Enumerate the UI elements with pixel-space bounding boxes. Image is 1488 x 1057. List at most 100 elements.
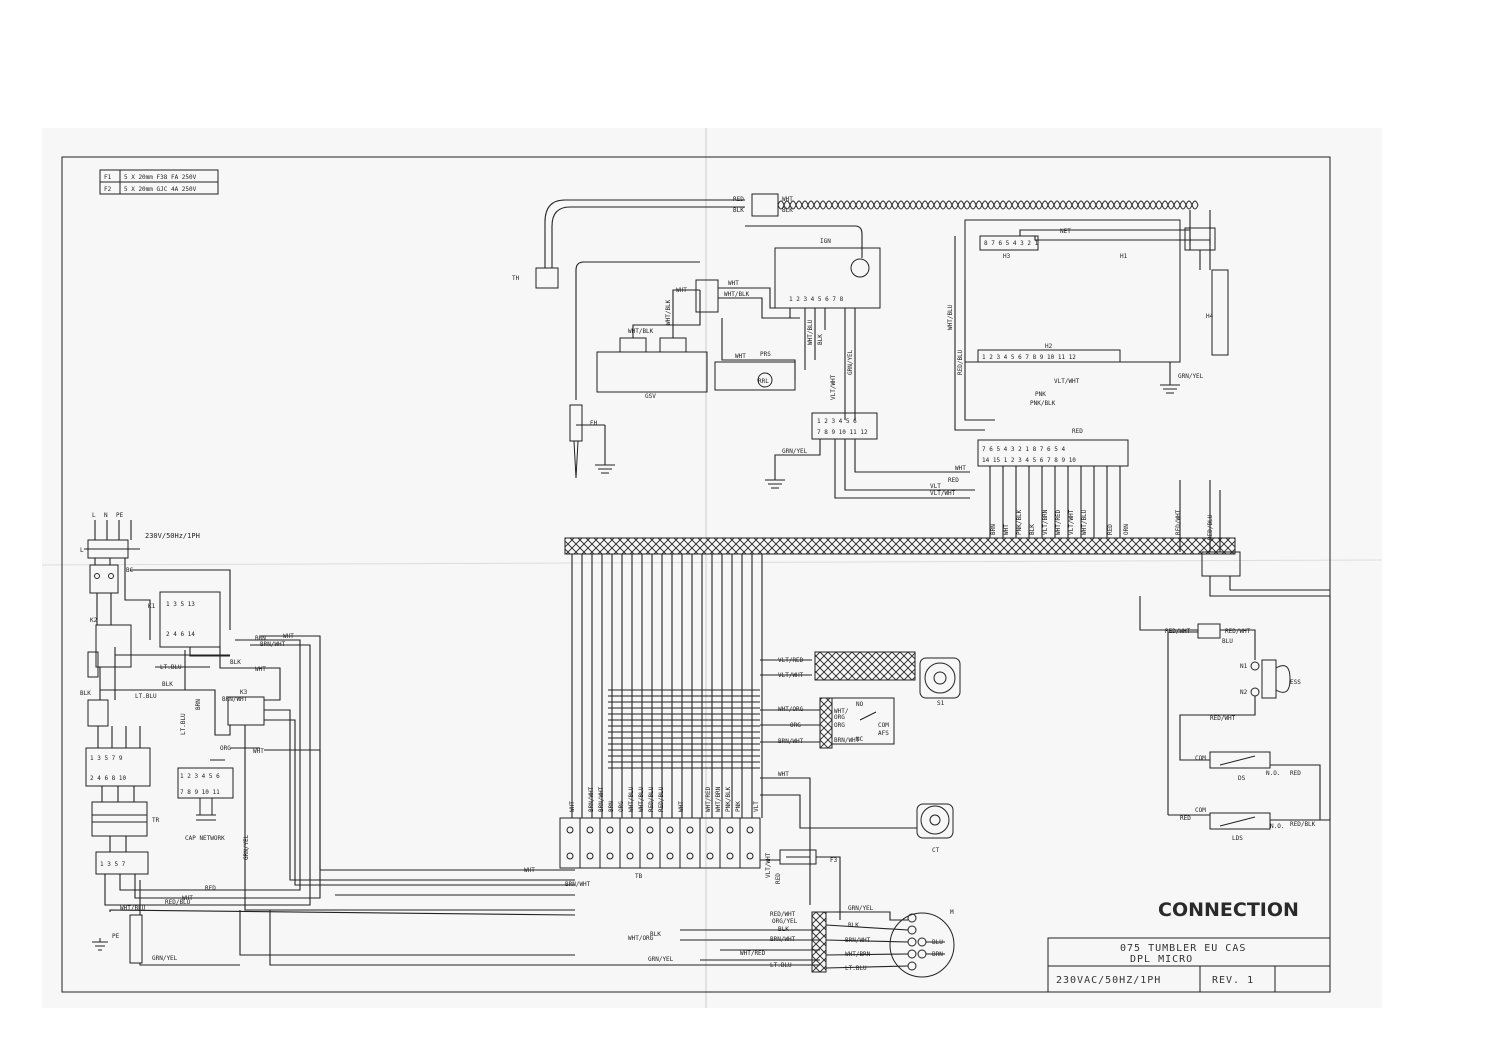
tb-wire-labels: WHT BRN/WHT BRN/WHT BRN ORG WHT/BLU WHT/… [569,786,760,812]
svg-text:LT.BLU: LT.BLU [135,693,157,700]
svg-text:WHT: WHT [283,633,294,640]
afs-switch: NO NC COM AFS WHT/ ORG ORG BRN/WHT [831,697,895,745]
fuse-f2-id: F2 [104,186,112,193]
supply-label: 230V/50Hz/1PH [145,532,200,540]
h2-label: H2 [1045,343,1053,350]
svg-text:VLT: VLT [930,483,941,490]
title-line1: 075 TUMBLER EU CAS [1120,943,1246,954]
afs-nc: NC [856,736,864,743]
network-label: NET [1060,228,1071,235]
svg-text:BLK: BLK [162,681,173,688]
tb-screw [626,852,634,860]
ign-label: IGN [820,238,831,245]
svg-text:RED/BLU: RED/BLU [1207,514,1214,540]
svg-text:ORG/YEL: ORG/YEL [772,918,798,925]
ds-switch [1209,751,1271,769]
svg-text:LT.BLU: LT.BLU [180,713,187,735]
svg-text:WHT: WHT [676,287,687,294]
svg-text:RED: RED [733,196,744,203]
svg-text:BRN: BRN [990,524,997,535]
tb-screw [586,852,594,860]
relay-k3: K3 [227,689,265,726]
svg-text:WHT/BLU: WHT/BLU [638,786,645,812]
center-right-wiring: VLT/RED VLT/WHT WHT/ORG ORG BRN/WHT WHT … [680,657,841,969]
svg-text:BLK: BLK [817,334,824,345]
supply-terminal-l: L [92,512,96,519]
svg-text:7 8 9 10 11: 7 8 9 10 11 [180,789,220,796]
svg-text:WHT/ORG: WHT/ORG [628,935,654,942]
svg-text:WHT/BLU: WHT/BLU [947,304,954,330]
h3-pins: 8 7 6 5 4 3 2 1 [984,240,1039,247]
tb-screw [686,852,694,860]
bc-label: BC [126,567,134,574]
svg-text:WHT: WHT [735,353,746,360]
svg-text:1 3 5 7 9: 1 3 5 7 9 [90,755,123,762]
tb-screw [566,852,574,860]
svg-text:7 6 5 4 3 2 1 8 7 6 5 4: 7 6 5 4 3 2 1 8 7 6 5 4 [982,446,1065,453]
ess-label: ESS [1290,679,1301,686]
svg-text:BLU: BLU [932,939,943,946]
svg-text:BLK: BLK [650,931,661,938]
ds-label: DS [1238,775,1246,782]
svg-text:VLT: VLT [753,801,760,812]
svg-text:14 15 1 2 3 4 5 6 7 8 9 10: 14 15 1 2 3 4 5 6 7 8 9 10 [982,457,1076,464]
title-block: CONNECTION 075 TUMBLER EU CAS DPL MICRO … [1047,899,1331,993]
svg-text:BLK: BLK [848,922,859,929]
svg-text:BLK: BLK [80,690,91,697]
svg-text:BRN/WHT: BRN/WHT [565,881,591,888]
svg-text:2 4 6 8 10: 2 4 6 8 10 [90,775,127,782]
top-harness-labels: BRN WHT PNK/BLK BLK VLT/BRN WHT/RED VLT/… [990,509,1214,540]
tb-screw [726,826,734,834]
tb-screw [626,826,634,834]
prs-label: PRS [760,351,771,358]
pe-ground: PE [92,914,143,964]
tb-screw [706,826,714,834]
k2-label: K2 [90,617,98,624]
svg-text:RED: RED [1107,524,1114,535]
thermistor-tube: TH [512,199,745,289]
svg-text:BRN/WHT: BRN/WHT [222,696,248,703]
svg-text:WHT: WHT [678,801,685,812]
fuse-f1-id: F1 [104,174,112,181]
svg-text:BRN/WHT: BRN/WHT [834,737,860,744]
tb-screw [666,826,674,834]
transformer: TR [91,801,160,837]
svg-text:ORG: ORG [618,801,625,812]
controller-harness-block: 7 6 5 4 3 2 1 8 7 6 5 4 14 15 1 2 3 4 5 … [977,378,1129,467]
svg-text:VLT/BRN: VLT/BRN [1042,509,1049,535]
svg-text:RED: RED [205,885,216,892]
svg-text:LT.BLU: LT.BLU [160,664,182,671]
svg-text:1 2 3 4 5 6 7 8: 1 2 3 4 5 6 7 8 [789,296,844,303]
safety-section: RED/WHT RED/WHT BLU ESS N1 N2 RED/WHT CO… [1139,576,1331,842]
main-cable-bundle [564,537,1236,555]
ignition-module: IGN 1 2 3 4 5 6 7 8 WHT WHT/BLK WHT/BLU … [718,225,881,420]
svg-text:VLT/WHT: VLT/WHT [1068,509,1075,535]
tb-cell [739,817,761,869]
svg-text:COM: COM [1195,755,1206,762]
thermistor-label: TH [512,275,520,282]
svg-text:RED/BLU: RED/BLU [648,786,655,812]
svg-text:N1: N1 [1240,663,1248,670]
ess-connector [1197,623,1221,639]
afs-com: COM [878,722,889,729]
tb-screw [746,826,754,834]
svg-text:RED/WHT: RED/WHT [1225,628,1251,635]
cap-network-label: CAP NETWORK [185,835,225,842]
motor-cable [811,911,827,973]
svg-text:WHT/BLU: WHT/BLU [1081,509,1088,535]
svg-text:N.O.: N.O. [1266,770,1280,777]
svg-text:RED/BLU: RED/BLU [658,786,665,812]
sensor-wire-wht: WHT [782,196,793,203]
svg-text:VLT/WHT: VLT/WHT [830,374,837,400]
svg-text:1 3 5 7: 1 3 5 7 [100,861,126,868]
supply-terminal-n: N [104,512,108,519]
bottom-left-contacts: 1 3 5 7 [95,851,149,875]
f3-label: F3 [830,857,838,864]
ground-symbol-probe [595,464,615,474]
svg-text:BLK: BLK [733,207,744,214]
svg-text:BLK: BLK [230,659,241,666]
ignition-probe: EH [569,261,700,479]
svg-text:7 8 9 10 11 12: 7 8 9 10 11 12 [817,429,868,436]
svg-text:GRN/YEL: GRN/YEL [847,349,854,375]
fuse-table: F1 5 X 20mm F38 FA 250V F2 5 X 20mm GJC … [99,169,219,195]
